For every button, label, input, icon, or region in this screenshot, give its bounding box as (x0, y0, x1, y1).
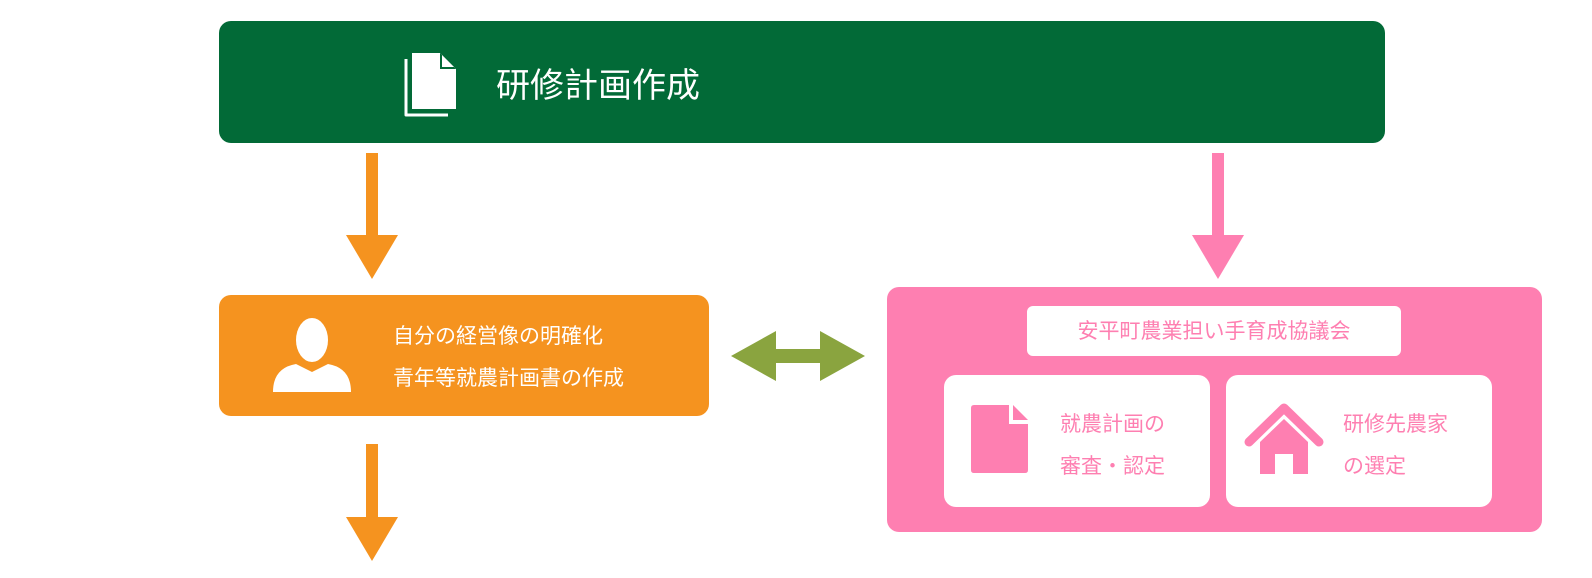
double-arrow-exchange (731, 331, 865, 381)
council-label: 安平町農業担い手育成協議会 (1027, 306, 1401, 356)
home-icon (1244, 403, 1324, 474)
applicant-line: 自分の経営像の明確化 (393, 324, 603, 348)
arrow-down-orange-2 (346, 444, 398, 561)
header-title: 研修計画作成 (496, 66, 700, 106)
screening-text: 審査・認定 (1060, 454, 1165, 478)
host-farm-text: 研修先農家 (1343, 412, 1448, 436)
screening-text: 就農計画の (1060, 412, 1165, 436)
plan-creation-header (219, 21, 1385, 143)
documents-icon (404, 53, 456, 117)
arrow-down-pink (1192, 153, 1244, 279)
arrow-down-orange-1 (346, 153, 398, 279)
host-farm-text: の選定 (1343, 454, 1406, 478)
applicant-line: 青年等就農計画書の作成 (393, 366, 624, 390)
document-icon (971, 405, 1028, 473)
person-icon (273, 318, 351, 392)
